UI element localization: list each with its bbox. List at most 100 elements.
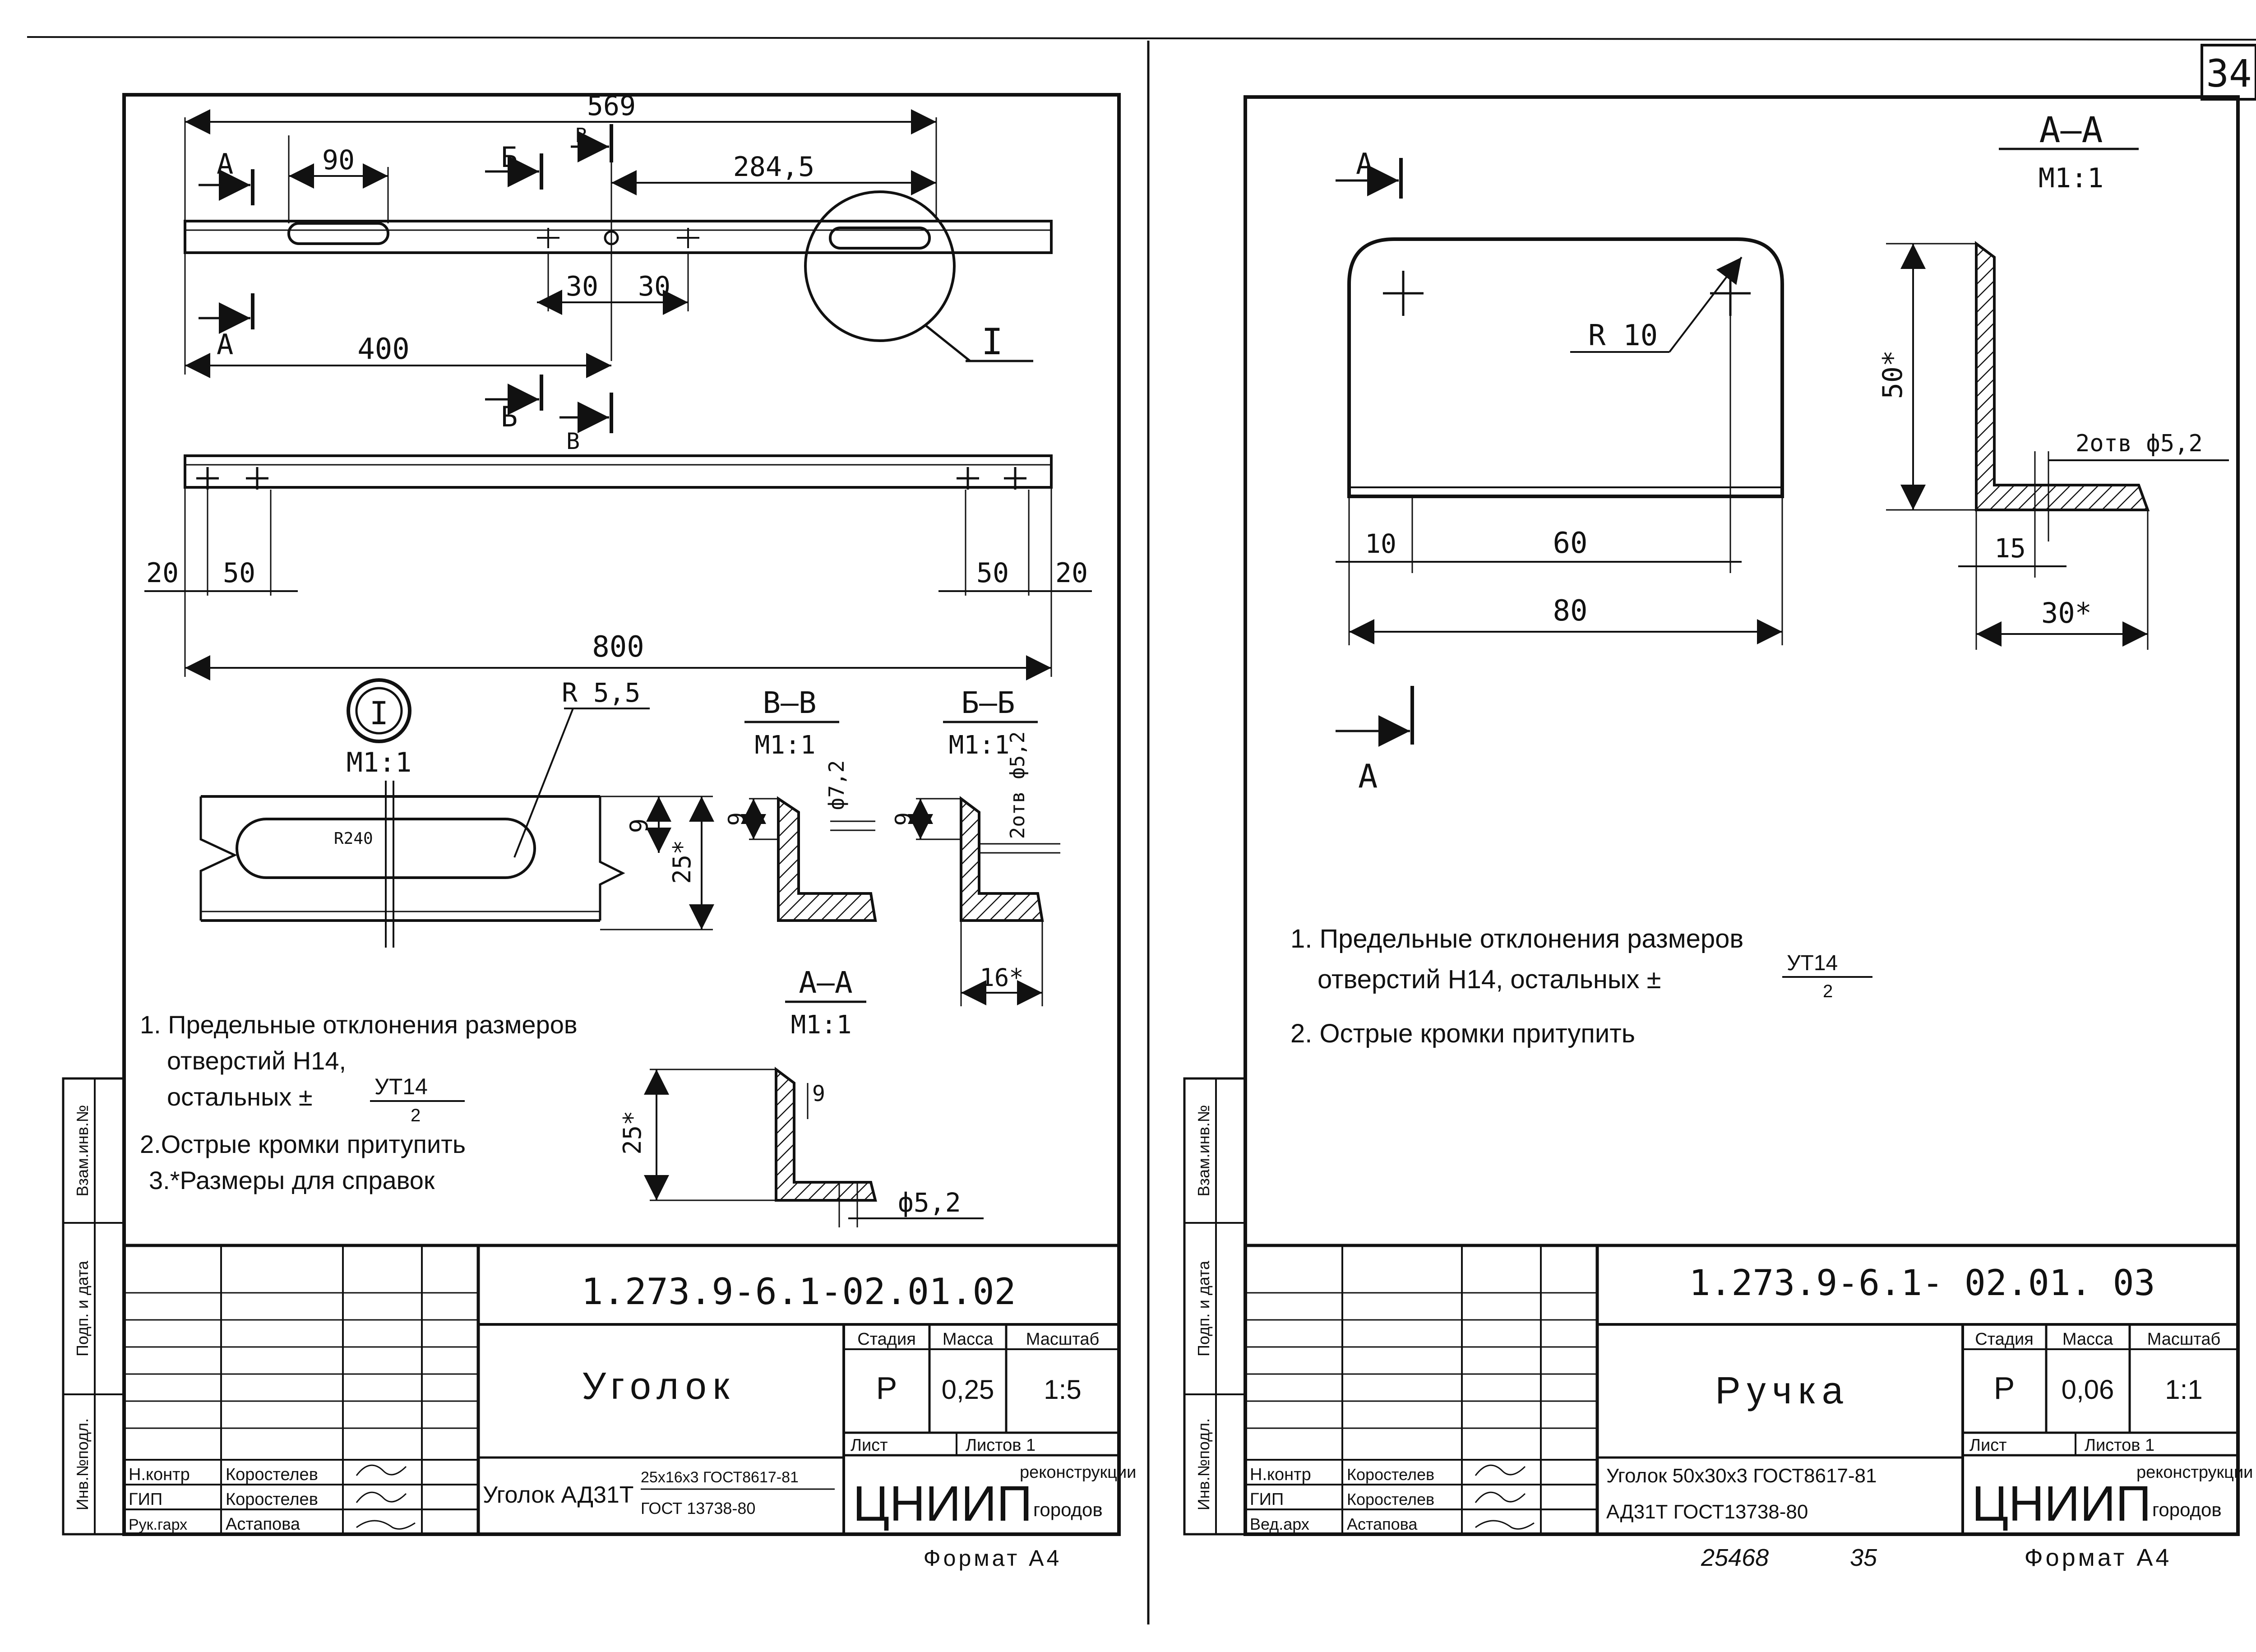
svg-text:Листов 1: Листов 1 xyxy=(966,1436,1036,1455)
section-mark-v-bottom: В xyxy=(559,393,613,454)
section-mark-v-top: В xyxy=(571,124,613,162)
svg-text:Инв.№подл.: Инв.№подл. xyxy=(73,1418,92,1510)
svg-text:Взам.инв.№: Взам.инв.№ xyxy=(1194,1105,1213,1196)
dim-25-aa: 25* xyxy=(618,1111,647,1155)
svg-text:городов: городов xyxy=(2152,1499,2222,1520)
detail-callout-circle xyxy=(804,190,956,342)
right-title-block: Н.контр Коростелев ГИП Коростелев Вед.ар… xyxy=(1245,1244,2253,1571)
left-bar-top-view xyxy=(184,220,1053,254)
section-mark-a-right-bottom: А xyxy=(1336,686,1414,795)
svg-text:Лист: Лист xyxy=(851,1436,888,1455)
svg-text:2. Острые кромки притупить: 2. Острые кромки притупить xyxy=(1290,1019,1635,1048)
dim-30-right: 30 xyxy=(638,271,670,302)
left-bar-front-view xyxy=(184,454,1053,489)
svg-text:отверстий Н14,: отверстий Н14, xyxy=(167,1046,346,1075)
svg-text:Масса: Масса xyxy=(2062,1330,2113,1349)
svg-text:А: А xyxy=(217,148,233,180)
section-mark-a-right-top: А xyxy=(1336,148,1403,199)
section-aa-right: А–А М1:1 50* 2отв ф5,2 15 30* xyxy=(1877,110,2229,650)
svg-text:М1:1: М1:1 xyxy=(755,731,816,760)
svg-text:Коростелев: Коростелев xyxy=(1347,1490,1434,1509)
svg-text:городов: городов xyxy=(1033,1499,1103,1520)
dim-50-left: 50 xyxy=(223,557,255,589)
svg-text:А: А xyxy=(1356,148,1373,181)
svg-text:1. Предельные отклонения разме: 1. Предельные отклонения размеров xyxy=(140,1010,578,1039)
svg-text:Б: Б xyxy=(501,141,518,174)
svg-text:1. Предельные отклонения разме: 1. Предельные отклонения размеров xyxy=(1290,924,1743,953)
handle-outline xyxy=(1347,237,1784,498)
svg-text:А–А: А–А xyxy=(2039,110,2103,151)
left-format: Формат А4 xyxy=(924,1546,1062,1571)
svg-text:Подп. и дата: Подп. и дата xyxy=(1194,1260,1213,1356)
left-part-name: Уголок xyxy=(582,1365,736,1407)
svg-text:ЦНИИП: ЦНИИП xyxy=(1972,1476,2151,1532)
svg-text:0,25: 0,25 xyxy=(942,1374,994,1405)
dim-284-5: 284,5 xyxy=(733,151,815,183)
svg-text:Стадия: Стадия xyxy=(857,1330,916,1349)
svg-text:М1:1: М1:1 xyxy=(791,1010,852,1040)
svg-text:0,06: 0,06 xyxy=(2062,1374,2114,1405)
right-side-strip: Взам.инв.№ Подп. и дата Инв.№подл. xyxy=(1183,1077,1247,1536)
svg-text:Подп. и дата: Подп. и дата xyxy=(73,1260,92,1356)
right-part-name: Ручка xyxy=(1715,1369,1849,1411)
dim-2-holes-right: 2отв ф5,2 xyxy=(2076,430,2203,457)
left-drawing-code: 1.273.9-6.1-02.01.02 xyxy=(581,1271,1016,1313)
svg-text:Масса: Масса xyxy=(943,1330,994,1349)
page-number: 34 xyxy=(2206,51,2251,96)
section-aa-left: А–А М1:1 25* 9 ф5,2 xyxy=(618,965,984,1227)
svg-text:А: А xyxy=(217,328,233,361)
svg-text:I: I xyxy=(370,695,388,732)
dim-30-left: 30 xyxy=(566,271,598,302)
dim-400: 400 xyxy=(357,333,410,366)
detail-mark-1: I xyxy=(981,321,1003,363)
svg-text:В–В: В–В xyxy=(763,685,816,720)
svg-text:Рук.гарх: Рук.гарх xyxy=(129,1516,187,1533)
ref-number: 25468 xyxy=(1701,1544,1769,1571)
svg-text:Р: Р xyxy=(876,1370,897,1406)
svg-text:1:1: 1:1 xyxy=(2165,1374,2202,1405)
dim-10: 10 xyxy=(1365,528,1396,559)
detail-scale: М1:1 xyxy=(347,747,412,778)
section-mark-a-top: А xyxy=(199,148,254,205)
dim-50-right: 50 xyxy=(976,557,1009,589)
svg-text:УТ14: УТ14 xyxy=(374,1074,428,1099)
svg-text:Уголок АД31Т: Уголок АД31Т xyxy=(483,1482,634,1508)
section-mark-a-bottom: А xyxy=(199,293,254,361)
svg-text:Б–Б: Б–Б xyxy=(961,685,1015,720)
dim-569: 569 xyxy=(587,90,636,122)
right-sheet: R 10 А А 10 60 80 А–А М1:1 xyxy=(1183,95,2253,1571)
svg-text:2: 2 xyxy=(1823,981,1833,1001)
svg-text:В: В xyxy=(575,124,587,147)
svg-text:Астапова: Астапова xyxy=(1347,1515,1418,1533)
page-number-box xyxy=(2201,44,2256,101)
dim-2-holes-bb: 2отв ф5,2 xyxy=(1006,731,1029,839)
svg-text:2: 2 xyxy=(411,1106,421,1125)
dim-9-detail: 9 xyxy=(625,819,653,833)
svg-text:Б: Б xyxy=(501,400,518,433)
right-drawing-code: 1.273.9-6.1- 02.01. 03 xyxy=(1689,1263,2155,1304)
svg-text:Листов 1: Листов 1 xyxy=(2085,1436,2154,1455)
svg-text:М1:1: М1:1 xyxy=(2039,162,2104,194)
svg-text:2.Острые кромки притупить: 2.Острые кромки притупить xyxy=(140,1130,466,1158)
svg-text:В: В xyxy=(566,428,580,454)
dim-9-vv: 9 xyxy=(724,812,750,826)
dim-30-star: 30* xyxy=(2041,597,2092,629)
svg-text:А: А xyxy=(1358,757,1378,795)
svg-text:Масштаб: Масштаб xyxy=(1026,1330,1100,1349)
slot-left xyxy=(287,222,389,245)
svg-text:Астапова: Астапова xyxy=(226,1515,300,1534)
dim-phi-5-2: ф5,2 xyxy=(898,1187,961,1218)
svg-text:реконструкции: реконструкции xyxy=(1020,1463,1136,1482)
dim-9-bb: 9 xyxy=(891,812,917,826)
detail-I: I М1:1 R240 R 5,5 9 25* xyxy=(199,677,714,948)
right-frame xyxy=(1244,95,2240,1536)
svg-text:Коростелев: Коростелев xyxy=(226,1465,318,1484)
svg-text:25х16х3 ГОСТ8617-81: 25х16х3 ГОСТ8617-81 xyxy=(641,1469,799,1486)
dim-25-detail: 25* xyxy=(668,840,696,884)
dim-60: 60 xyxy=(1553,527,1587,560)
dim-50-star: 50* xyxy=(1877,350,1909,399)
dim-r10: R 10 xyxy=(1588,319,1658,352)
svg-text:УТ14: УТ14 xyxy=(1787,951,1838,975)
svg-text:ГИП: ГИП xyxy=(1250,1490,1284,1509)
